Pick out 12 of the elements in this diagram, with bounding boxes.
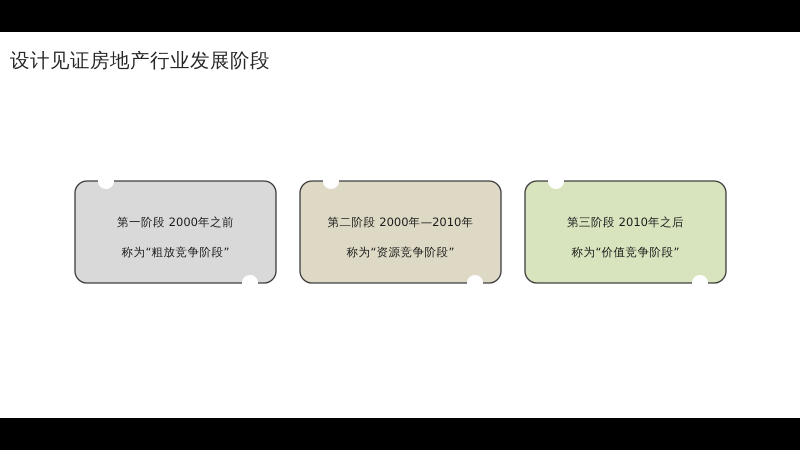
frame-bar	[0, 418, 800, 450]
stage-description: 称为“粗放竞争阶段”	[122, 244, 230, 260]
stage-card	[525, 181, 726, 283]
stage-description: 称为“价值竞争阶段”	[572, 244, 680, 260]
stage-title: 第三阶段 2010年之后	[567, 214, 684, 230]
frame-bar	[0, 0, 800, 32]
slide-title: 设计见证房地产行业发展阶段	[10, 48, 270, 74]
stage-card	[75, 181, 276, 283]
stage-title: 第二阶段 2000年—2010年	[328, 214, 474, 230]
stage-description: 称为“资源竞争阶段”	[346, 244, 454, 260]
stage-title: 第一阶段 2000年之前	[117, 214, 234, 230]
stage-card	[300, 181, 501, 283]
